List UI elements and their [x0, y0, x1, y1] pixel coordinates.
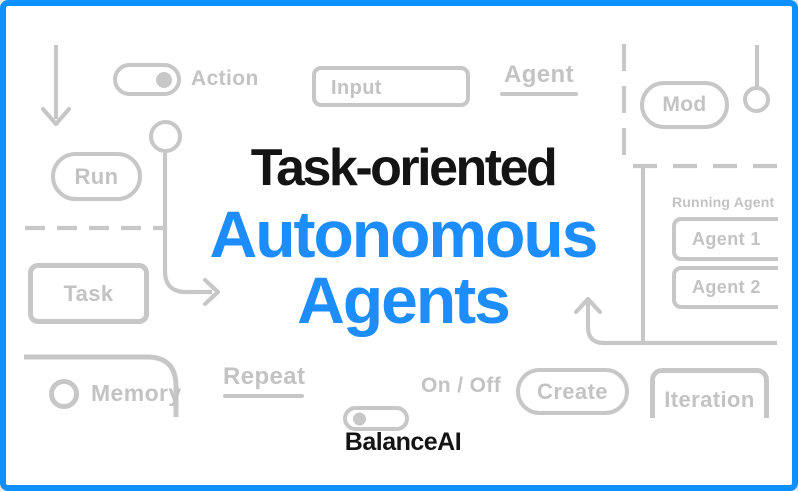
create-button[interactable]: Create: [516, 368, 629, 415]
mod-button[interactable]: Mod: [640, 81, 729, 129]
action-toggle-label: Action: [191, 67, 259, 90]
run-button-label: Run: [74, 163, 119, 189]
create-button-label: Create: [537, 378, 608, 404]
memory-label: Memory: [91, 380, 182, 406]
toggle-knob-icon: [156, 71, 172, 88]
agent-link[interactable]: Agent: [500, 61, 578, 96]
title-line-3: Agents: [297, 263, 511, 337]
toggle-knob-icon: [353, 412, 366, 425]
onoff-toggle[interactable]: [343, 406, 409, 431]
input-field[interactable]: Input: [312, 66, 470, 107]
agent-underline: [500, 92, 578, 96]
title-line-1: Task-oriented: [250, 139, 558, 197]
pendulum-circle-icon: [743, 86, 770, 113]
brand-logo: BalanceAI: [344, 428, 462, 456]
iteration-box-label: Iteration: [664, 386, 755, 412]
action-toggle[interactable]: [113, 63, 181, 96]
mod-button-label: Mod: [662, 93, 707, 116]
agent-2-label: Agent 2: [692, 277, 761, 297]
task-box[interactable]: Task: [28, 263, 149, 324]
arrow-down-icon: [40, 45, 72, 127]
input-field-value: Input: [331, 77, 382, 99]
onoff-toggle-label: On / Off: [421, 374, 502, 397]
agent-1-box[interactable]: Agent 1: [672, 217, 778, 261]
iteration-box[interactable]: Iteration: [650, 368, 769, 418]
memory-circle-icon: [49, 379, 79, 409]
agent-link-label: Agent: [504, 61, 574, 88]
node-circle-icon: [149, 120, 182, 153]
title-line-2: Autonomous: [209, 197, 599, 271]
repeat-link[interactable]: Repeat: [223, 363, 306, 398]
task-box-label: Task: [63, 280, 114, 306]
agent-2-box[interactable]: Agent 2: [672, 266, 778, 309]
repeat-link-label: Repeat: [223, 363, 306, 390]
repeat-underline: [223, 394, 304, 398]
running-agent-panel-title: Running Agent: [672, 194, 775, 210]
agent-1-label: Agent 1: [692, 228, 761, 249]
run-button[interactable]: Run: [51, 152, 142, 201]
